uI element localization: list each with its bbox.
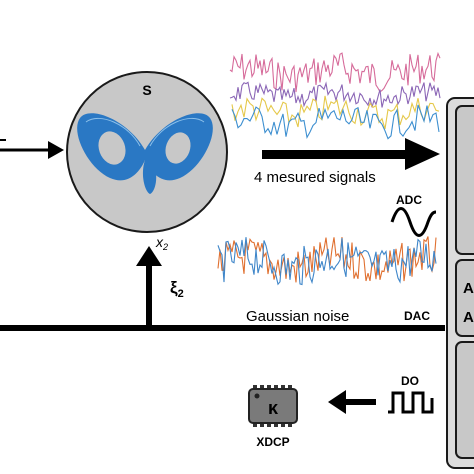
controller-panel: A A	[446, 97, 474, 469]
system-disc: S	[66, 71, 228, 233]
signal-trace-blue	[231, 104, 440, 140]
xi2-label: ξ2	[170, 278, 184, 300]
gaussian-noise-label: Gaussian noise	[246, 308, 349, 325]
noise-trace-blue	[217, 237, 437, 286]
xi2-arrow	[136, 246, 162, 327]
panel-middle-label-top: A	[463, 280, 474, 297]
do-label: DO	[401, 374, 419, 388]
measured-signals-arrow	[262, 138, 440, 170]
lorenz-attractor-icon	[77, 113, 213, 194]
noise-bus-line	[0, 325, 445, 331]
square-wave-icon	[388, 391, 434, 414]
panel-block-bottom	[455, 341, 474, 459]
signal-trace-purple	[229, 81, 441, 108]
xdcp-label: XDCP	[256, 435, 289, 449]
signal-trace-pink	[229, 51, 441, 93]
panel-middle-label-bottom: A	[463, 309, 474, 326]
measured-signals-label: 4 mesured signals	[254, 169, 376, 186]
measured-signals-plot	[229, 51, 441, 140]
signal-trace-yellow	[231, 95, 440, 130]
gaussian-noise-plot	[217, 236, 437, 286]
sine-wave-icon	[390, 207, 437, 237]
kappa-symbol: κ	[268, 398, 279, 418]
panel-block-top	[455, 105, 474, 255]
dac-label: DAC	[404, 309, 430, 323]
noise-trace-orange	[217, 236, 437, 283]
input-arrow	[0, 139, 64, 159]
adc-label: ADC	[396, 193, 422, 207]
chip-icon: κ	[248, 385, 298, 427]
do-to-chip-arrow	[328, 390, 376, 414]
x2-label: x2	[155, 234, 168, 252]
system-label: S	[142, 82, 151, 98]
panel-block-middle	[455, 259, 474, 337]
